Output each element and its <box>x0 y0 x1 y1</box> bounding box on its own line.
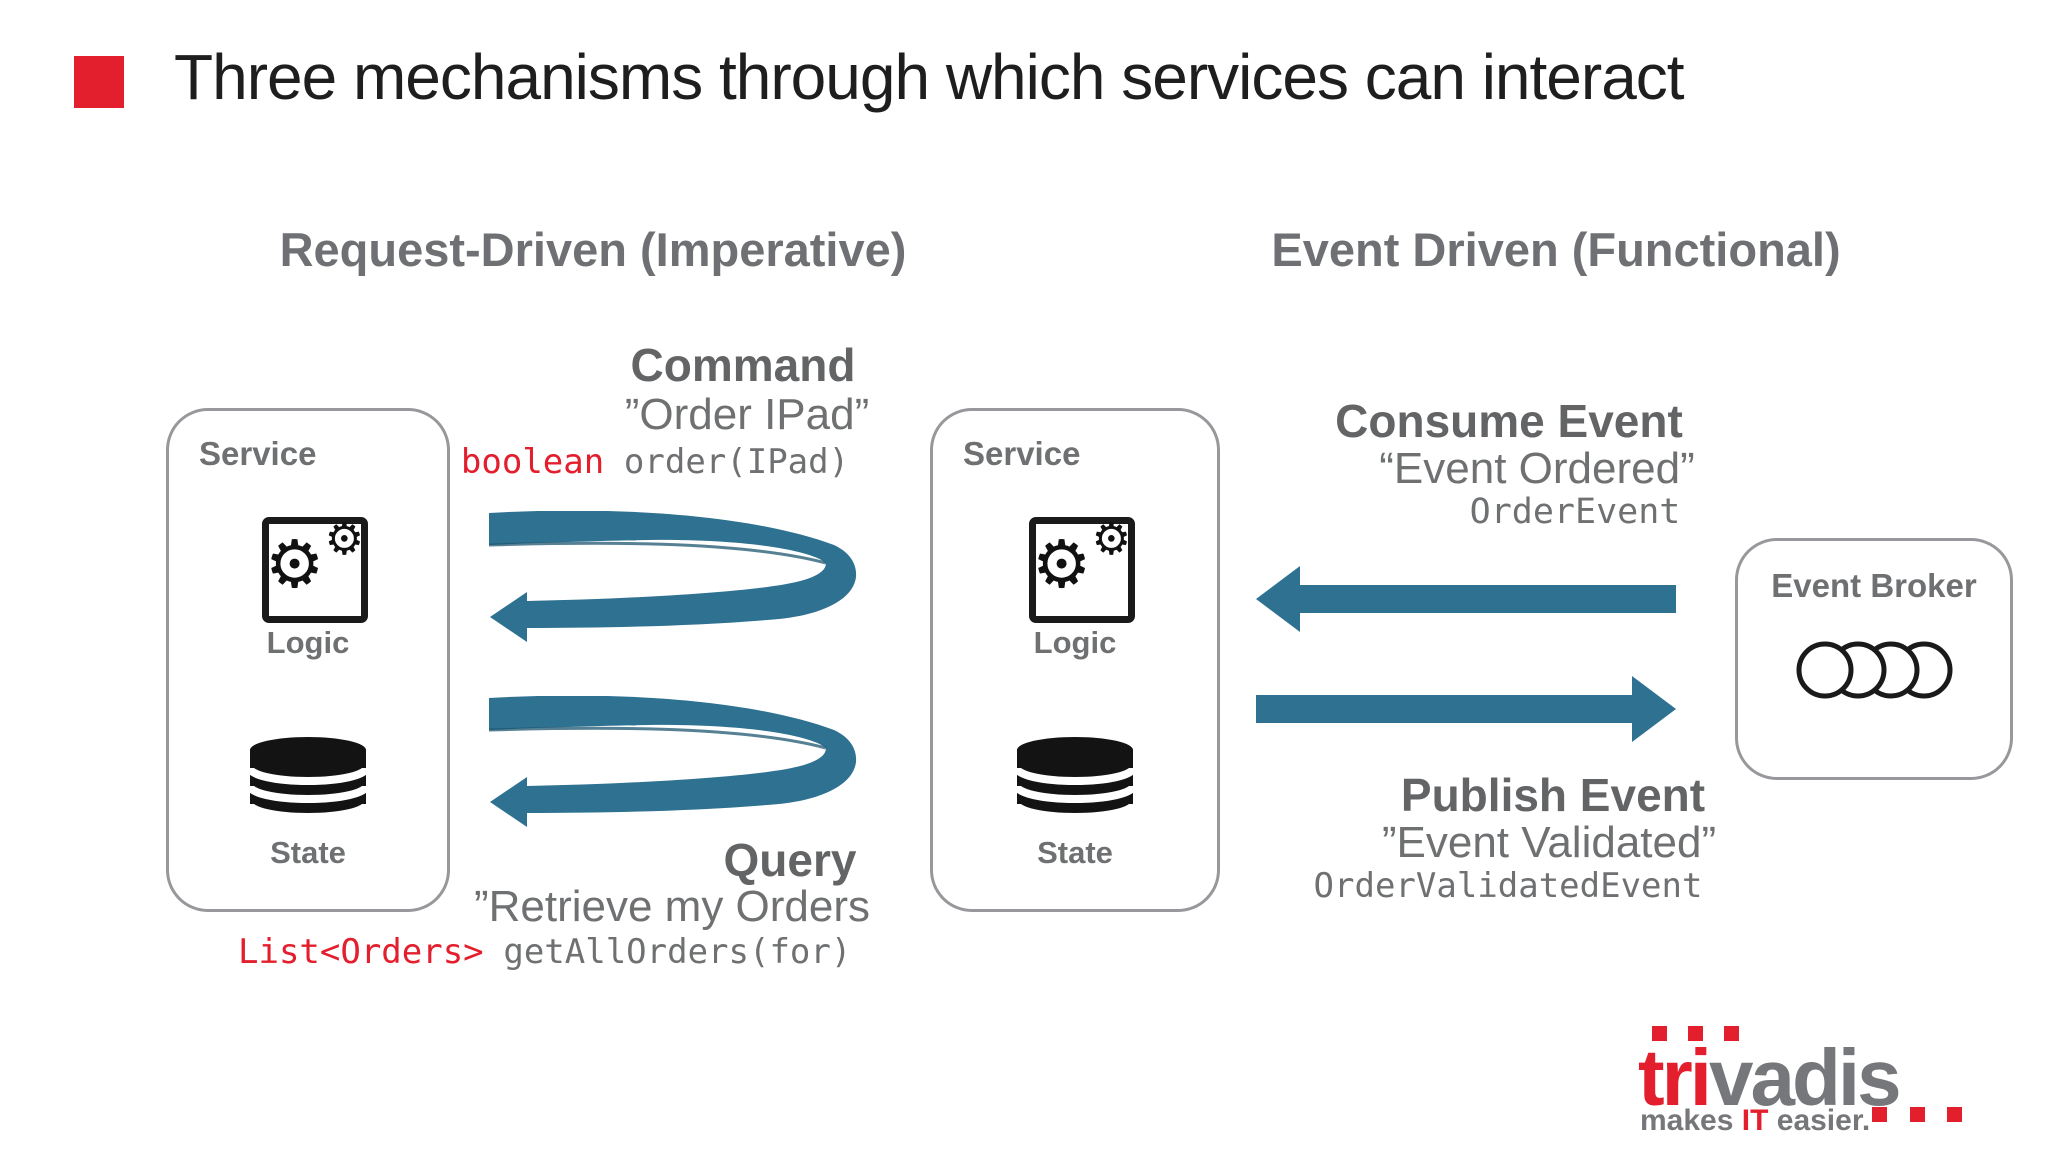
event-broker-title: Event Broker <box>1771 567 1977 604</box>
logo-tagline: makes IT easier. <box>1640 1104 1870 1138</box>
logo-word-gray: vadis <box>1709 1033 1902 1122</box>
request-response-uturn-arrow-bottom <box>489 696 857 827</box>
database-state-icon <box>248 737 368 821</box>
publish-event-quote: ”Event Validated” <box>1381 818 1717 867</box>
title-bullet-icon <box>74 56 124 108</box>
service-box-right: Service ⚙ ⚙ Logic State <box>930 408 1220 912</box>
consume-event-label: Consume Event <box>1335 395 1683 447</box>
query-return-type: List<Orders> <box>238 932 484 972</box>
section-header-event-driven: Event Driven (Functional) <box>1271 223 1841 276</box>
command-label: Command <box>630 339 856 391</box>
logo-word-red: tri <box>1638 1033 1712 1122</box>
tagline-it: IT <box>1741 1104 1769 1137</box>
command-signature: boolean order(IPad) <box>405 442 905 482</box>
database-state-icon <box>1015 737 1135 821</box>
event-broker-box: Event Broker <box>1735 538 2013 780</box>
publish-event-label: Publish Event <box>1400 769 1706 821</box>
command-quote: ”Order IPad” <box>624 390 870 439</box>
logo-dot-icon <box>1910 1107 1925 1122</box>
command-return-type: boolean <box>460 442 605 482</box>
gear-icon: ⚙ <box>1091 514 1131 565</box>
query-label: Query <box>723 834 857 886</box>
consume-event-arrow-left <box>1256 566 1676 632</box>
tagline-pre: makes <box>1640 1104 1742 1137</box>
event-log-circles-icon <box>1796 641 1953 699</box>
state-label: State <box>270 835 346 870</box>
logic-gears-icon: ⚙ ⚙ <box>262 517 368 623</box>
query-signature: List<Orders> getAllOrders(for) <box>238 932 851 972</box>
publish-event-arrow-right <box>1256 676 1676 742</box>
logo-wordmark: trivadis <box>1638 1038 1902 1118</box>
logo-dot-icon <box>1872 1107 1887 1122</box>
gear-icon: ⚙ <box>1032 526 1092 603</box>
section-header-request-driven: Request-Driven (Imperative) <box>279 223 907 276</box>
consume-event-quote: “Event Ordered” <box>1379 444 1695 493</box>
command-method: order(IPad) <box>623 442 850 482</box>
consume-event-type: OrderEvent <box>1469 492 1681 532</box>
gear-icon: ⚙ <box>265 526 325 603</box>
state-label: State <box>1037 835 1113 870</box>
logo-dot-icon <box>1947 1107 1962 1122</box>
logo-dot-icon <box>1688 1026 1703 1041</box>
page-title: Three mechanisms through which services … <box>174 41 1685 113</box>
logic-label: Logic <box>1033 625 1117 660</box>
query-quote: ”Retrieve my Orders <box>473 882 871 931</box>
logic-label: Logic <box>266 625 350 660</box>
query-method: getAllOrders(for) <box>503 932 852 972</box>
service-box-title: Service <box>963 435 1081 472</box>
logic-gears-icon: ⚙ ⚙ <box>1029 517 1135 623</box>
logo-dot-icon <box>1652 1026 1667 1041</box>
service-box-left: Service ⚙ ⚙ Logic State <box>166 408 450 912</box>
trivadis-logo: trivadis makes IT easier. <box>1638 1012 2018 1142</box>
tagline-post: easier. <box>1768 1104 1871 1137</box>
request-response-uturn-arrow-top <box>489 511 857 642</box>
gear-icon: ⚙ <box>324 514 364 565</box>
logo-dot-icon <box>1724 1026 1739 1041</box>
publish-event-type: OrderValidatedEvent <box>1313 866 1703 906</box>
service-box-title: Service <box>199 435 317 472</box>
